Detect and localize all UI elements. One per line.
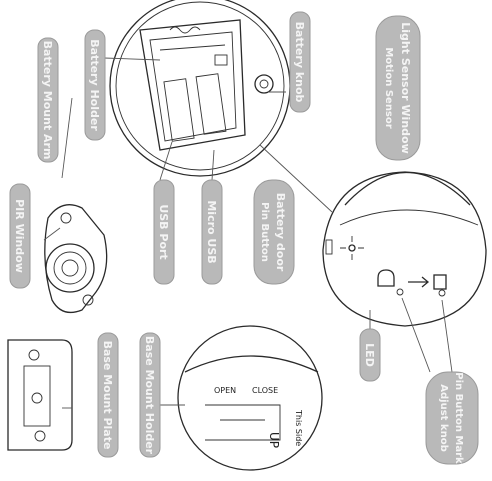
callout-battery-holder: Battery Holder: [84, 29, 106, 141]
battery-holder-label: Battery Holder: [88, 39, 101, 131]
callout-base-mount-holder: Base Mount Holder: [139, 332, 161, 458]
callout-pin-button-mark: Pin Button Mark Adjust knob: [425, 371, 479, 465]
led-label: LED: [363, 343, 376, 367]
battery-mount-arm-label: Battery Mount Arm: [41, 41, 54, 160]
light-sensor-window-label: Light Sensor Window: [399, 22, 412, 153]
battery-compartment-drawing: [109, 0, 291, 177]
motion-sensor-label: Motion Sensor: [383, 47, 394, 128]
usb-port-label: USB Port: [157, 204, 170, 259]
callout-battery-knob: Battery knob: [289, 11, 311, 113]
base-mount-holder-drawing: OPEN CLOSE This Side UP: [177, 325, 323, 471]
close-marking: CLOSE: [252, 386, 278, 395]
pin-button-label: Pin Button: [259, 202, 270, 262]
callout-light-sensor: Light Sensor Window Motion Sensor: [375, 15, 421, 161]
this-side-marking: This Side: [294, 409, 303, 446]
callout-base-mount-plate: Base Mount Plate: [97, 332, 119, 458]
micro-usb-label: Micro USB: [205, 200, 218, 263]
base-mount-plate-label: Base Mount Plate: [101, 341, 114, 450]
up-marking: UP: [267, 432, 281, 448]
callout-usb-port: USB Port: [153, 179, 175, 285]
battery-knob-label: Battery knob: [293, 22, 306, 103]
dome-device-drawing: [322, 171, 487, 327]
battery-door-label: Battery door: [274, 193, 287, 272]
pir-window-label: PIR Window: [13, 199, 26, 273]
base-mount-holder-label: Base Mount Holder: [143, 336, 156, 455]
base-mount-plate-drawing: [7, 339, 73, 451]
callout-battery-mount-arm: Battery Mount Arm: [37, 37, 59, 163]
adjust-knob-drawing: [44, 204, 108, 314]
pin-button-mark-label: Pin Button Mark: [453, 372, 464, 464]
callout-led: LED: [359, 328, 381, 382]
callout-pir-window: PIR Window: [9, 183, 31, 289]
callout-battery-door: Battery door Pin Button: [253, 179, 295, 285]
callout-micro-usb: Micro USB: [201, 179, 223, 285]
open-marking: OPEN: [214, 386, 236, 395]
adjust-knob-label: Adjust knob: [438, 384, 449, 451]
